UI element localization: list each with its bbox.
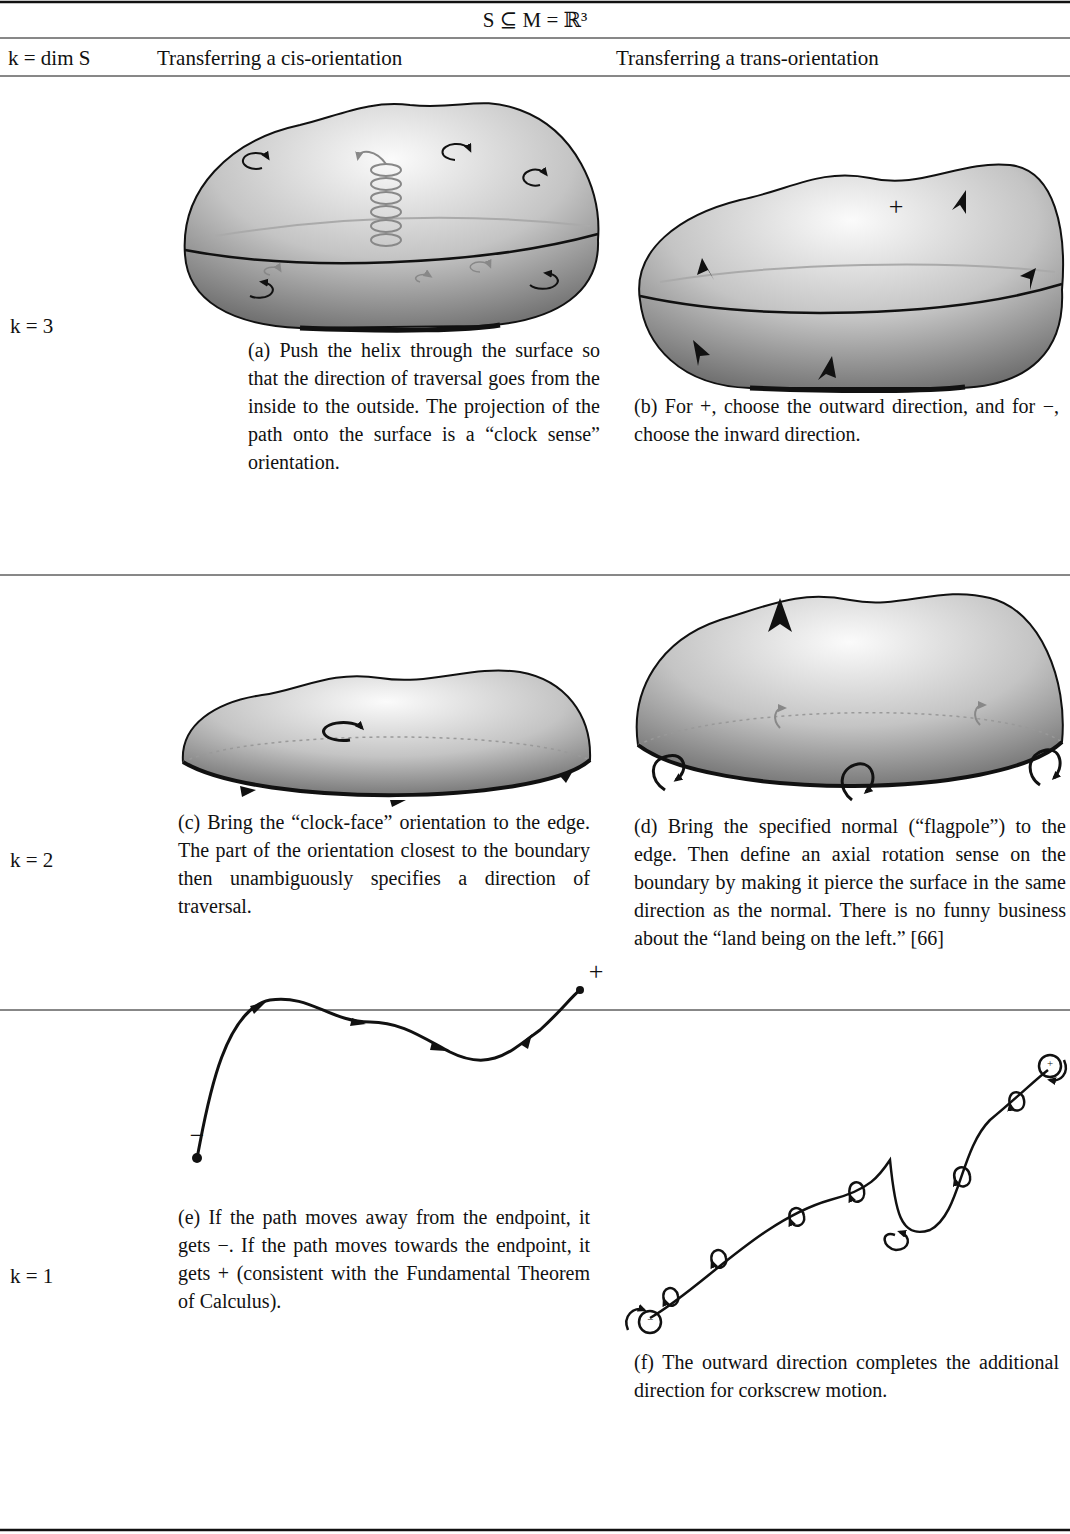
row-label: k = 1 [10,1262,130,1290]
surface-d [637,594,1063,800]
caption: (c) Bring the “clock-face” orientation t… [178,808,590,920]
caption: (b) For +, choose the outward direction,… [634,392,1059,448]
column-header: k = dim S [8,44,148,72]
sign-label: + [584,958,608,986]
corkscrew-path [626,1055,1065,1333]
caption: (f) The outward direction completes the … [634,1348,1059,1404]
column-header: Transferring a trans-orientation [616,44,1066,72]
sign-label: + [884,193,908,221]
caption: (e) If the path moves away from the endp… [178,1203,590,1315]
column-header: Transferring a cis-orientation [157,44,577,72]
sign-label: − [185,1122,209,1150]
surface-a [185,103,599,330]
oriented-path [192,986,584,1163]
sign-label: + [1043,1057,1057,1069]
sign-label: − [643,1313,657,1325]
row-label: k = 3 [10,312,130,340]
surface-b [639,164,1063,390]
table-title: S ⊆ M = ℝ³ [335,6,735,34]
caption: (a) Push the helix through the surface s… [248,336,600,476]
surface-c [183,671,590,807]
caption: (d) Bring the specified normal (“flagpol… [634,812,1066,952]
row-label: k = 2 [10,846,130,874]
